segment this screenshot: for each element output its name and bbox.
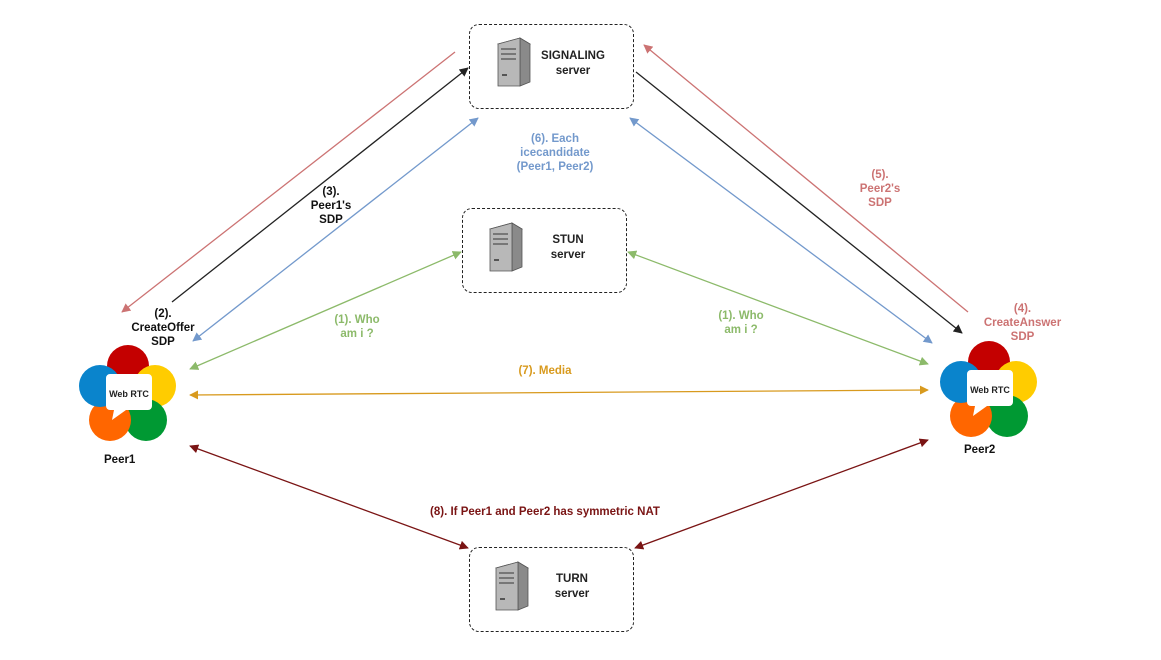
peer2-name: Peer2 [964, 444, 996, 456]
arrow-stun-peer1 [189, 251, 462, 370]
step-4-label: (4). CreateAnswer SDP [983, 303, 1062, 343]
signaling-server-label: SIGNALING server [541, 50, 605, 77]
peer1-name: Peer1 [104, 454, 136, 466]
arrow-turn-peer1 [189, 444, 469, 550]
step-6-label: (6). Each icecandidate (Peer1, Peer2) [516, 133, 594, 173]
arrow-ice-peer1-signaling [192, 117, 479, 342]
step-2-label: (2). CreateOffer SDP [131, 308, 195, 348]
step-5-label: (5). Peer2's SDP [859, 169, 901, 209]
webrtc-logo-text: Web RTC [970, 385, 1010, 395]
step-3-label: (3). Peer1's SDP [310, 186, 352, 226]
stun-server-label: STUN server [550, 234, 586, 261]
webrtc-logo-text: Web RTC [109, 389, 149, 399]
webrtc-logo-icon: Web RTC [940, 341, 1037, 437]
stun-server-box [462, 208, 627, 293]
arrow-turn-peer2 [634, 438, 929, 550]
arrow-media [189, 385, 929, 400]
server-icon [496, 37, 532, 87]
step-8-label: (8). If Peer1 and Peer2 has symmetric NA… [430, 506, 660, 518]
step-1-left-label: (1). Who am i ? [334, 314, 380, 340]
arrow-stun-peer2 [627, 250, 929, 366]
webrtc-logo-icon: Web RTC [79, 345, 176, 441]
step-1-right-label: (1). Who am i ? [718, 310, 764, 336]
turn-server-label: TURN server [554, 573, 590, 600]
signaling-server-box [469, 24, 634, 109]
arrow-signaling-to-peer1 [121, 51, 456, 313]
server-icon [488, 222, 524, 272]
step-7-label: (7). Media [518, 365, 572, 377]
server-icon [494, 561, 530, 611]
